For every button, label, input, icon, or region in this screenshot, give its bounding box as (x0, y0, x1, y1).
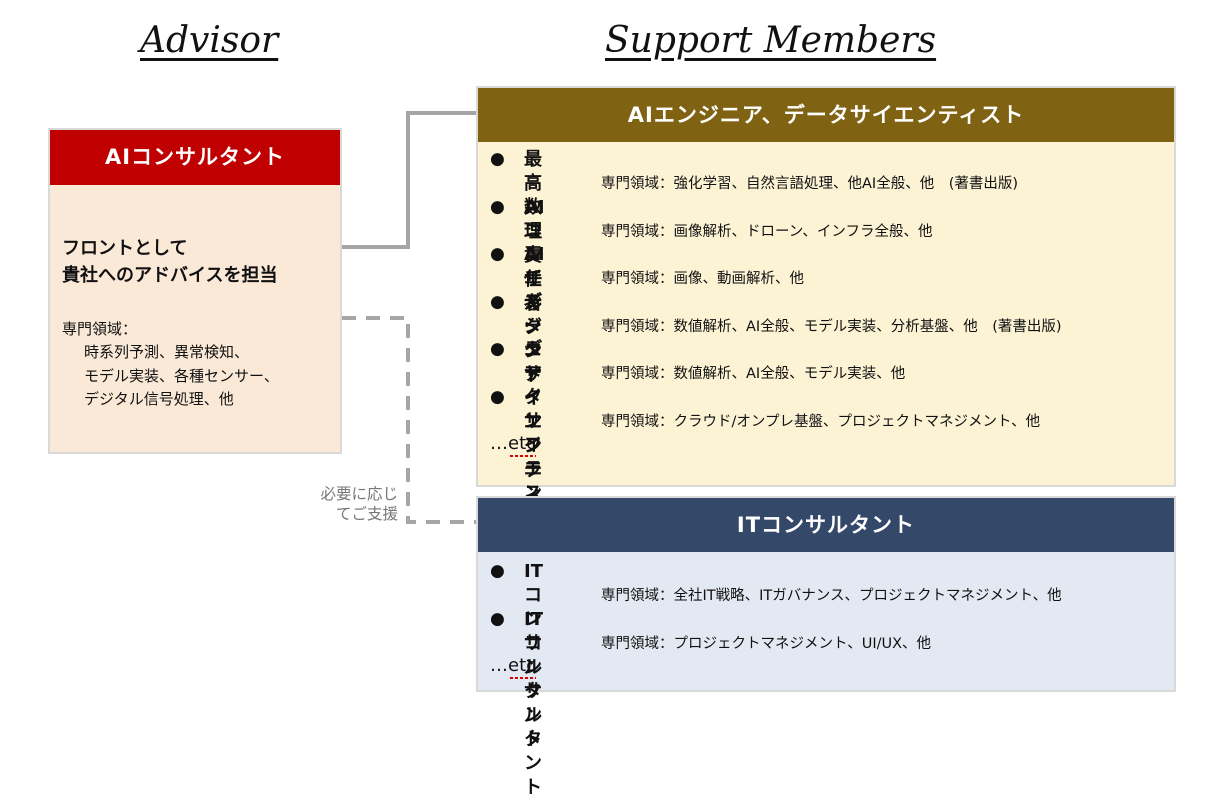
member-item: ● データサイエンティスト 専門領域：数値解析、AI全般、モデル実装、分析基盤、… (490, 291, 1062, 553)
bullet-icon: ● (490, 196, 505, 217)
member-title: ITコンサルタント (524, 608, 543, 798)
member-detail: 専門領域：画像解析、ドローン、インフラ全般、他 (601, 223, 933, 240)
member-item: ● AIエンジニア 専門領域：画像、動画解析、他 (490, 243, 804, 385)
it-team-panel: ITコンサルタント ● ITコンサルタント 専門領域：全社IT戦略、ITガバナン… (476, 496, 1176, 798)
member-detail: 専門領域：数値解析、AI全般、モデル実装、分析基盤、他 (著書出版) (601, 318, 1062, 335)
support-note-line: てご支援 (335, 505, 398, 523)
member-title: AIコンサルタント (524, 196, 545, 386)
etc-label: …etc (490, 433, 537, 454)
member-detail: 専門領域：プロジェクトマネジメント、UI/UX、他 (601, 635, 932, 652)
member-item: ● インフラスペシャリスト 専門領域：クラウド/オンプレ基盤、プロジェクトマネジ… (490, 386, 1040, 648)
etc-label: …etc (490, 655, 537, 676)
ai-team-panel: AIエンジニア、データサイエンティスト ● 最高数理責任者 専門領域：強化学習、… (476, 86, 1176, 648)
bullet-icon: ● (490, 291, 505, 312)
bullet-icon: ● (490, 608, 505, 629)
connector-lines (342, 111, 476, 524)
member-detail: 専門領域：画像、動画解析、他 (601, 271, 804, 287)
support-members-heading: Support Members (605, 20, 937, 61)
member-detail: 専門領域：強化学習、自然言語処理、他AI全般、他 (著書出版) (601, 176, 1019, 192)
it-team-member-list: ● ITコンサルタント 専門領域：全社IT戦略、ITガバナンス、プロジェクトマネ… (490, 560, 1062, 798)
advisor-role: フロントとして 貴社へのアドバイスを担当 (62, 235, 277, 289)
solid-connector (342, 111, 476, 249)
bullet-icon: ● (490, 561, 505, 581)
member-detail: 専門領域：クラウド/オンプレ基盤、プロジェクトマネジメント、他 (601, 413, 1041, 430)
member-item: ● ITコンサルタント 専門領域：プロジェクトマネジメント、UI/UX、他 (490, 608, 931, 798)
bullet-icon: ● (490, 149, 505, 169)
member-title: 最高数理責任者 (524, 149, 542, 314)
advisor-heading: Advisor (140, 20, 279, 61)
dashed-connector (342, 316, 476, 524)
advisor-domain-line: 時系列予測、異常検知、 (84, 343, 250, 361)
bullet-icon: ● (490, 386, 505, 407)
advisor-domain-line: モデル実装、各種センサー、 (84, 366, 279, 385)
it-team-panel-title: ITコンサルタント (478, 498, 1174, 552)
member-item: ● ITコンサルタント 専門領域：全社IT戦略、ITガバナンス、プロジェクトマネ… (490, 560, 1062, 750)
advisor-role-line: 貴社へのアドバイスを担当 (62, 265, 278, 286)
advisor-role-line: フロントとして (62, 238, 188, 259)
member-detail: 専門領域：全社IT戦略、ITガバナンス、プロジェクトマネジメント、他 (601, 588, 1062, 604)
advisor-domain-label: 専門領域： (62, 320, 138, 338)
advisor-domain-line: デジタル信号処理、他 (84, 390, 234, 408)
member-item: ● データサイエンティスト 専門領域：数値解析、AI全般、モデル実装、他 (490, 338, 905, 600)
ai-team-member-list: ● 最高数理責任者 専門領域：強化学習、自然言語処理、他AI全般、他 (著書出版… (490, 148, 1062, 648)
member-item: ● 最高数理責任者 専門領域：強化学習、自然言語処理、他AI全般、他 (著書出版… (490, 148, 1018, 314)
ai-team-panel-title: AIエンジニア、データサイエンティスト (478, 88, 1174, 142)
advisor-domains: 時系列予測、異常検知、 モデル実装、各種センサー、 デジタル信号処理、他 (84, 341, 279, 412)
advisor-panel: AIコンサルタント フロントとして 貴社へのアドバイスを担当 専門領域： 時系列… (48, 128, 342, 454)
member-title: AIエンジニア (524, 244, 545, 385)
member-detail: 専門領域：数値解析、AI全般、モデル実装、他 (601, 366, 906, 382)
advisor-panel-title: AIコンサルタント (50, 130, 340, 185)
support-note: 必要に応じ てご支援 (302, 484, 398, 524)
bullet-icon: ● (490, 339, 505, 359)
member-item: ● AIコンサルタント 専門領域：画像解析、ドローン、インフラ全般、他 (490, 196, 932, 386)
bullet-icon: ● (490, 244, 505, 264)
support-note-line: 必要に応じ (320, 485, 398, 503)
